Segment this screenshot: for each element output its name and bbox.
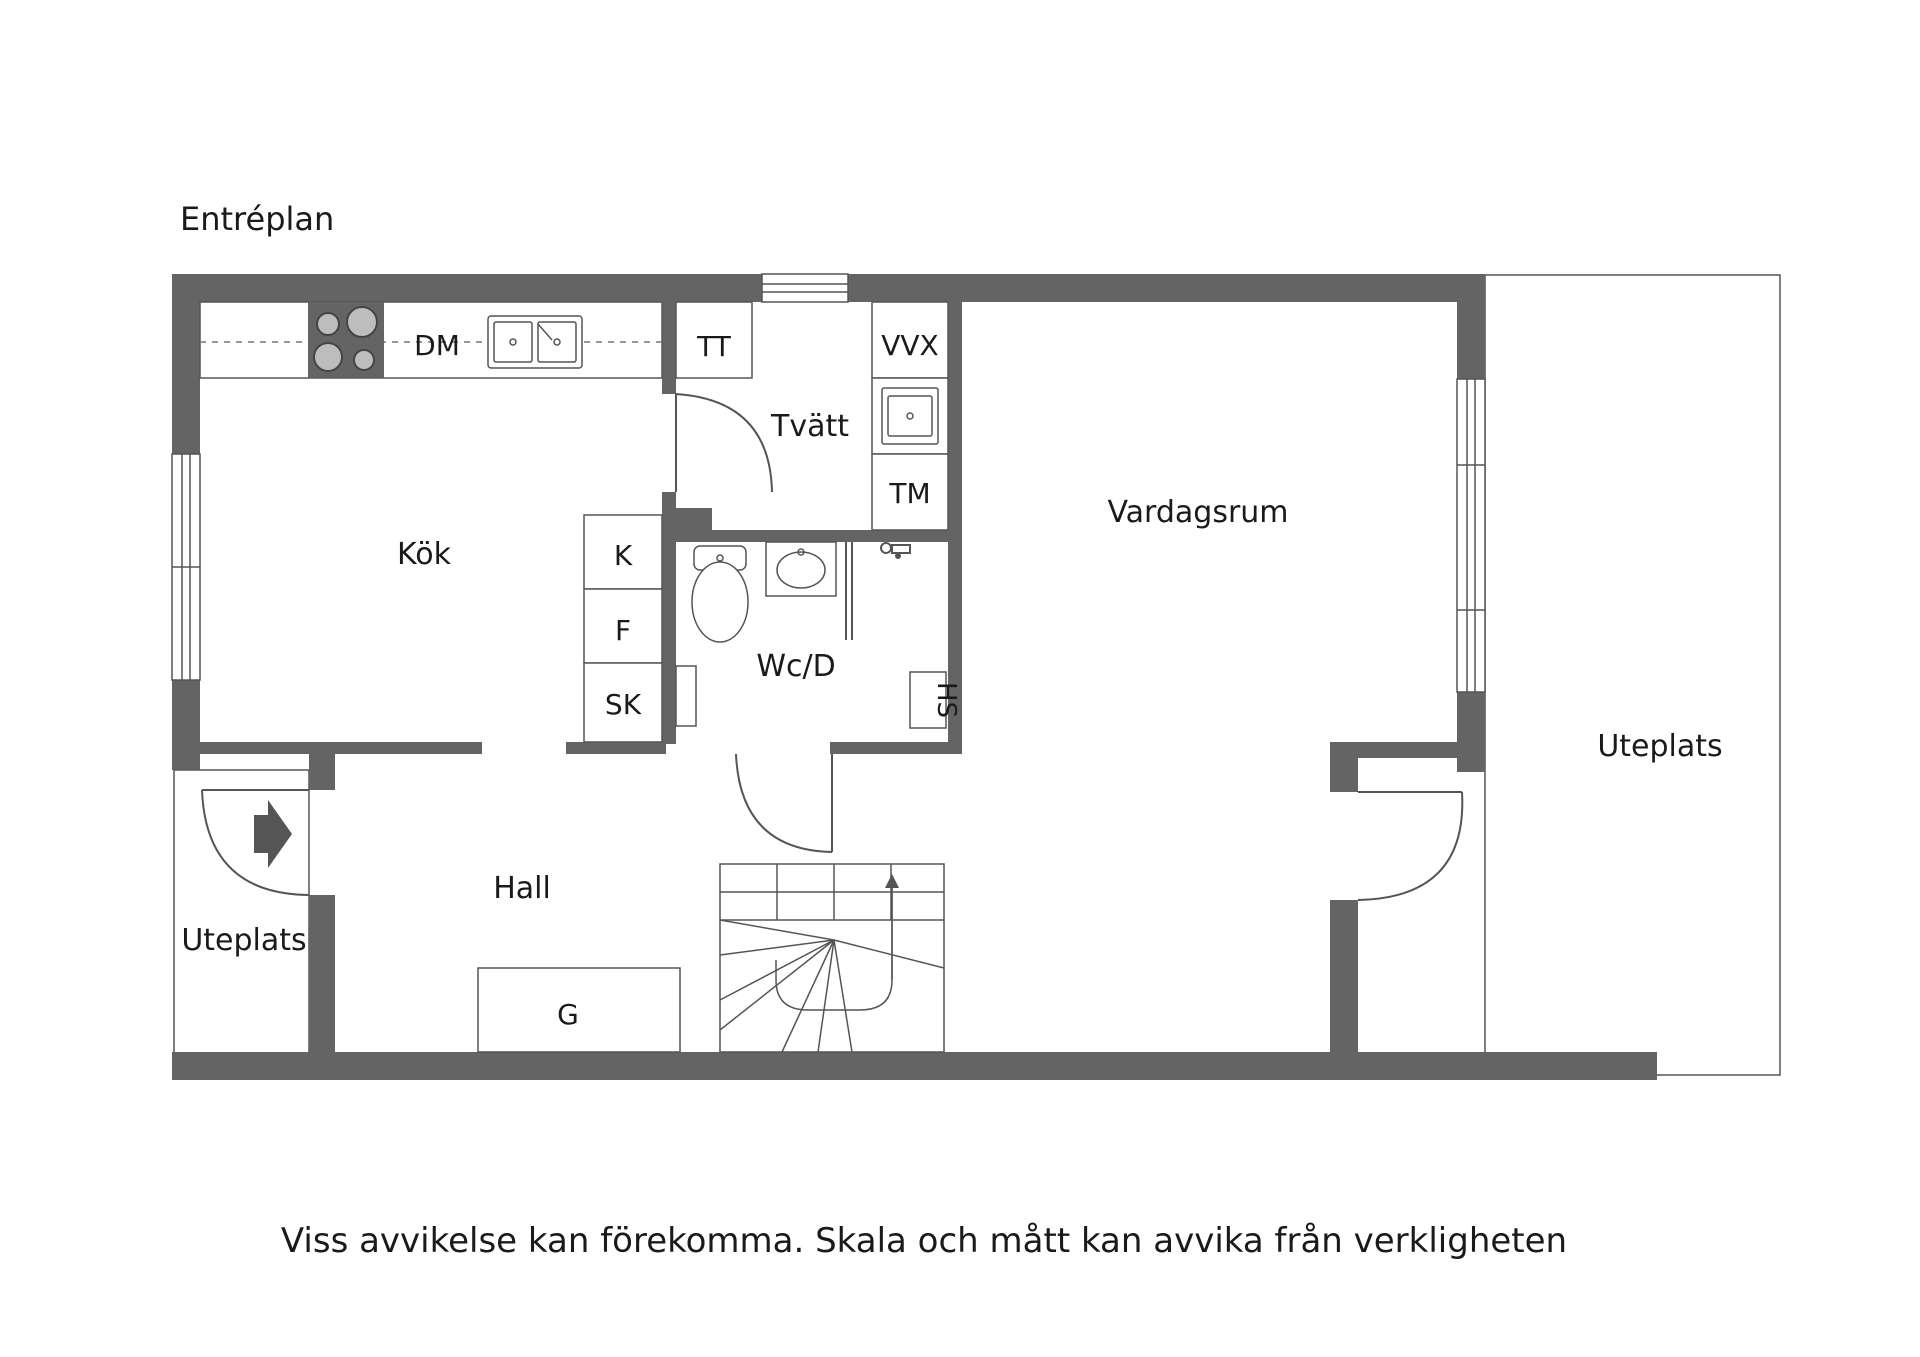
hs-cabinet: HS [909, 671, 961, 729]
toilet-icon [691, 545, 749, 643]
stairs-icon [719, 863, 945, 1053]
freezer-label: F [615, 614, 631, 647]
patio-left-outline [173, 769, 310, 1056]
wc-cabinet [675, 665, 697, 727]
washing-machine [871, 453, 949, 531]
washing-machine-label: TM [888, 477, 930, 510]
patio-right-outline [1484, 274, 1781, 1076]
fridge-label: K [614, 539, 633, 572]
room-wc: Wc/D [756, 649, 835, 684]
room-patio-left: Uteplats [181, 923, 306, 958]
room-patio-right: Uteplats [1597, 729, 1722, 764]
wardrobe-label: G [557, 998, 579, 1031]
patio-door [1357, 791, 1464, 901]
plan-title: Entréplan [180, 200, 334, 238]
windows [171, 273, 1486, 693]
appliance-column [583, 514, 663, 743]
shower-head-icon [880, 542, 911, 559]
dishwasher-label: DM [414, 329, 460, 362]
walls [172, 274, 1657, 1080]
stove-icon [308, 302, 384, 378]
hs-label: HS [931, 682, 961, 718]
tumble-dryer-label: TT [696, 330, 732, 363]
entrance-arrow-icon [254, 800, 292, 868]
room-laundry: Tvätt [770, 409, 849, 444]
washbasin-icon [765, 541, 837, 597]
disclaimer: Viss avvikelse kan förekomma. Skala och … [281, 1221, 1567, 1261]
wc-door [735, 753, 833, 853]
laundry-sink-icon [871, 377, 949, 455]
sink-icon [487, 315, 583, 369]
tumble-dryer [675, 301, 753, 379]
room-kitchen: Kök [397, 537, 452, 572]
entrance-door [201, 789, 310, 896]
vvx-label: VVX [881, 329, 939, 362]
room-living: Vardagsrum [1107, 495, 1288, 530]
vvx-unit [871, 301, 949, 379]
room-hall: Hall [493, 871, 551, 906]
closet-label: SK [605, 688, 642, 721]
kitchen-counter [199, 301, 663, 379]
wardrobe [477, 967, 681, 1053]
laundry-door [675, 393, 773, 493]
